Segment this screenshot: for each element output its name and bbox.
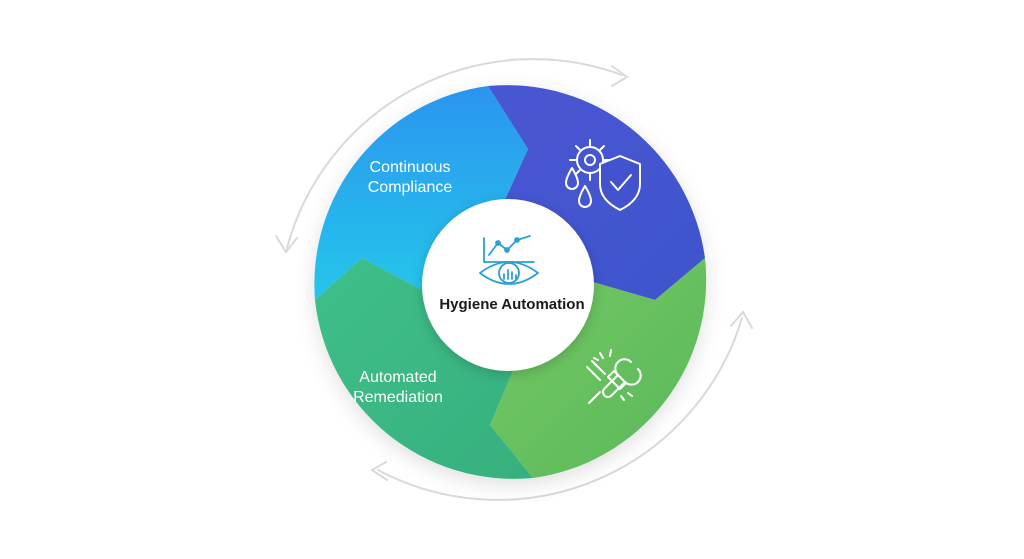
orbit-arrow-bottom-head: [370, 461, 388, 481]
orbit-arrow-top-head: [611, 65, 629, 87]
segment-automated-remediation: [315, 258, 533, 479]
ring-segments: [314, 85, 707, 479]
segment-continuous-compliance: [314, 86, 528, 300]
center-hub: [422, 199, 594, 371]
orbit-arrow-right-head: [730, 310, 753, 329]
label-line: Automated: [359, 369, 437, 386]
label-line: Continuous: [369, 159, 451, 176]
segment-label-continuous-compliance: Continuous Compliance: [330, 158, 490, 198]
eye-chart-icon: [479, 235, 539, 285]
label-line: Compliance: [367, 179, 453, 196]
wrench-screwdriver-icon: [586, 349, 642, 404]
center-title: Hygiene Automation: [439, 296, 585, 313]
orbit-arrow-top-left: [286, 58, 623, 249]
gear-shield-drops-icon: [565, 139, 641, 211]
segment-security-maintenance: [488, 85, 705, 301]
orbit-arrows: [275, 58, 753, 501]
segment-label-automated-remediation: Automated Remediation: [318, 368, 478, 408]
orbit-arrow-left-head: [275, 235, 298, 254]
label-line: Remediation: [353, 389, 443, 406]
orbit-arrow-bottom-right: [377, 317, 743, 501]
